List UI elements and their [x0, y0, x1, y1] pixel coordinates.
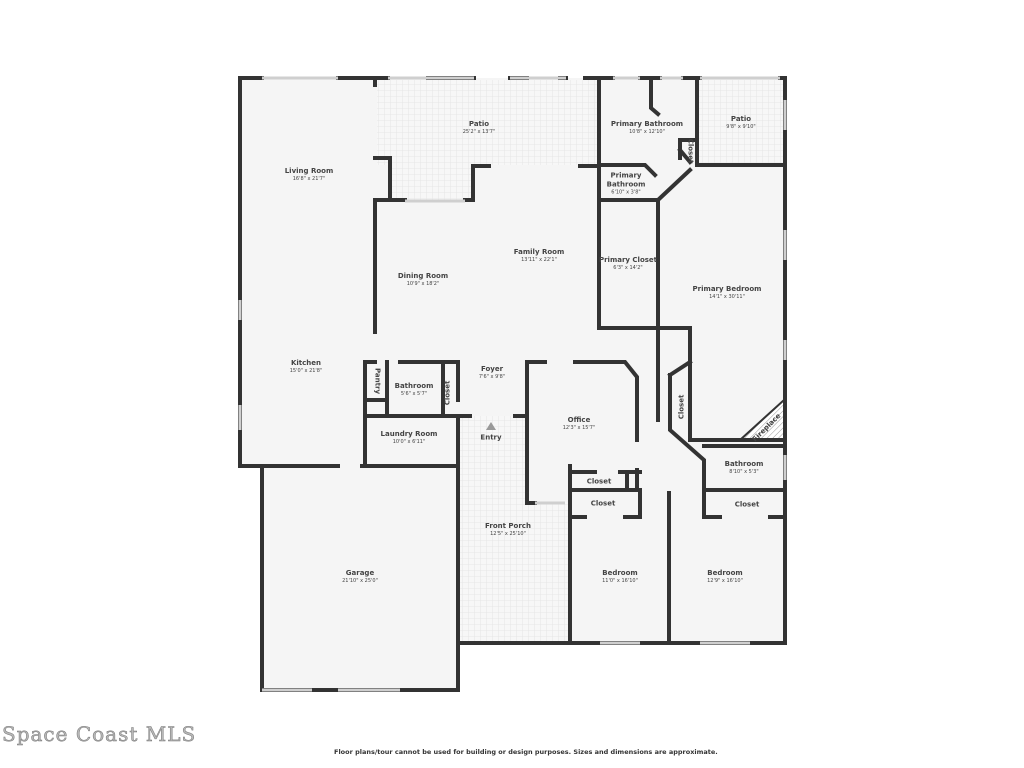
room-name: Dining Room: [397, 272, 449, 280]
room-name: Bathroom: [394, 382, 434, 390]
room-dims: 13'11" x 22'1": [521, 257, 557, 263]
entry-arrow-icon: [486, 422, 496, 430]
disclaimer-text: Floor plans/tour cannot be used for buil…: [334, 748, 718, 756]
room-dims: 6'10" x 3'8": [611, 189, 641, 196]
room-closet-bedroom-2: Closet: [735, 501, 760, 510]
room-name: Living Room: [284, 167, 334, 175]
room-name: Front Porch: [485, 522, 531, 530]
room-name: Primary Bathroom: [606, 171, 646, 189]
room-dims: 21'10" x 25'0": [342, 578, 378, 584]
room-name: Closet: [590, 499, 616, 508]
room-dims: 12'9" x 16'10": [707, 578, 743, 584]
room-name: Closet: [677, 394, 686, 420]
room-name: Primary Bathroom: [610, 120, 684, 128]
room-name: Entry: [480, 433, 502, 442]
room-name: Patio: [730, 115, 752, 123]
room-name: Closet: [586, 477, 612, 486]
room-name: Bedroom: [602, 569, 638, 577]
room-pantry: Pantry: [373, 368, 382, 394]
room-dims: 10'9" x 18'2": [406, 281, 440, 287]
room-dims: 10'8" x 12'10": [629, 129, 665, 135]
room-name: Family Room: [513, 248, 565, 256]
room-closet-hall: Closet: [678, 395, 687, 420]
room-dims: 10'0" x 6'11": [392, 439, 426, 445]
room-name: Office: [567, 416, 591, 424]
room-name: Closet: [734, 500, 760, 509]
room-closet-bath: Closet: [444, 381, 453, 406]
room-dims: 12'5" x 25'10": [490, 531, 526, 537]
patio-tiles: [377, 80, 784, 643]
room-entry: Entry: [480, 434, 501, 443]
room-dims: 5'6" x 5'7": [400, 391, 428, 397]
room-dims: 14'1" x 30'11": [709, 294, 745, 300]
room-name: Primary Bedroom: [692, 285, 762, 293]
windows: [238, 76, 787, 692]
room-name: Closet: [686, 138, 695, 164]
room-closet-primary-bath: Closet: [686, 139, 695, 164]
watermark-logo: Space Coast MLS: [2, 722, 197, 747]
room-name: Pantry: [373, 367, 382, 395]
room-name: Bathroom: [724, 460, 764, 468]
room-name: Kitchen: [290, 359, 322, 367]
room-closet-bedroom-1: Closet: [591, 500, 616, 509]
room-name: Bedroom: [707, 569, 743, 577]
room-dims: 9'8" x 9'10": [726, 124, 756, 130]
room-dims: 6'3" x 14'2": [613, 265, 643, 271]
room-name: Primary Closet: [598, 256, 658, 264]
room-name: Closet: [443, 380, 452, 406]
room-dims: 8'10" x 5'3": [729, 469, 759, 475]
room-name: Foyer: [480, 365, 504, 373]
room-dims: 7'6" x 9'8": [478, 374, 506, 380]
room-dims: 15'0" x 21'8": [289, 368, 323, 374]
room-dims: 16'8" x 21'7": [292, 176, 326, 182]
room-dims: 25'2" x 13'7": [462, 129, 496, 135]
room-closet-office: Closet: [587, 478, 612, 487]
room-name: Laundry Room: [380, 430, 438, 438]
room-dims: 12'3" x 15'7": [562, 425, 596, 431]
room-name: Garage: [345, 569, 375, 577]
room-dims: 11'0" x 16'10": [602, 578, 638, 584]
room-name: Patio: [468, 120, 490, 128]
